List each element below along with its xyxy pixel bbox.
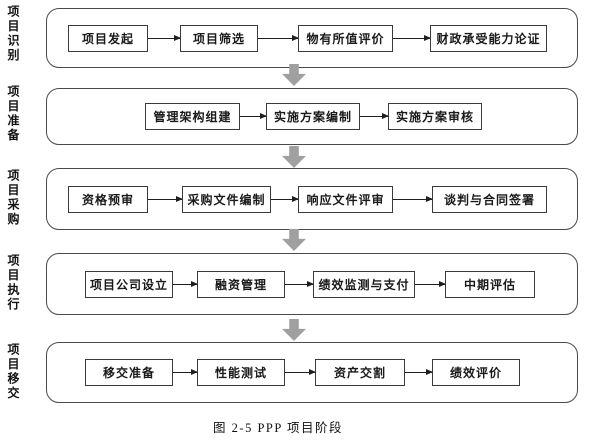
stage-frame-execution: 项目公司设立 融资管理 绩效监测与支付 中期评估: [46, 253, 578, 315]
down-arrow-icon: [282, 319, 306, 341]
stage-frame-preparation: 管理架构组建 实施方案编制 实施方案审核: [46, 88, 578, 145]
flow-step-box: 项目公司设立: [85, 270, 173, 298]
stage-frame-procurement: 资格预审 采购文件编制 响应文件评审 谈判与合同签署: [46, 168, 578, 230]
stage-frame-identification: 项目发起 项目筛选 物有所值评价 财政承受能力论证: [46, 8, 578, 68]
right-arrow-icon: [148, 195, 183, 202]
right-arrow-icon: [240, 113, 267, 119]
flow-step-box: 性能测试: [197, 359, 285, 386]
down-arrow-icon: [282, 146, 306, 168]
right-arrow-icon: [258, 34, 299, 41]
right-arrow-icon: [393, 195, 433, 202]
right-arrow-icon: [360, 113, 389, 119]
stage-label-identification: 项目识别: [6, 5, 20, 63]
flow-step-box: 中期评估: [445, 270, 535, 298]
right-arrow-icon: [173, 280, 198, 287]
right-arrow-icon: [405, 369, 433, 375]
right-arrow-icon: [285, 369, 316, 375]
stage-label-execution: 项目执行: [6, 254, 20, 312]
flow-step-box: 谈判与合同签署: [432, 185, 547, 213]
right-arrow-icon: [271, 195, 299, 202]
flow-step-box: 财政承受能力论证: [430, 24, 547, 52]
flow-step-box: 资产交割: [315, 359, 405, 386]
flow-step-box: 管理架构组建: [145, 103, 240, 130]
flow-step-box: 资格预审: [68, 185, 148, 213]
flow-step-box: 项目筛选: [180, 24, 258, 52]
down-arrow-icon: [282, 229, 306, 251]
flow-step-box: 绩效评价: [432, 359, 520, 386]
flow-step-box: 实施方案编制: [266, 103, 360, 130]
right-arrow-icon: [285, 280, 314, 287]
flow-step-box: 物有所值评价: [298, 24, 393, 52]
stage-frame-handover: 移交准备 性能测试 资产交割 绩效评价: [46, 342, 578, 403]
flow-step-box: 绩效监测与支付: [313, 270, 415, 298]
figure-caption: 图 2-5 PPP 项目阶段: [213, 421, 343, 435]
flow-step-box: 融资管理: [197, 270, 285, 298]
flow-step-box: 项目发起: [68, 24, 148, 52]
stage-label-preparation: 项目准备: [6, 85, 20, 143]
flow-step-box: 采购文件编制: [182, 185, 271, 213]
flow-step-box: 响应文件评审: [298, 185, 393, 213]
right-arrow-icon: [173, 369, 198, 375]
flow-step-box: 移交准备: [85, 359, 173, 386]
flow-step-box: 实施方案审核: [388, 103, 482, 130]
stage-label-procurement: 项目采购: [6, 169, 20, 227]
right-arrow-icon: [148, 34, 181, 41]
right-arrow-icon: [415, 280, 446, 287]
right-arrow-icon: [393, 34, 431, 41]
stage-label-handover: 项目移交: [6, 343, 20, 401]
